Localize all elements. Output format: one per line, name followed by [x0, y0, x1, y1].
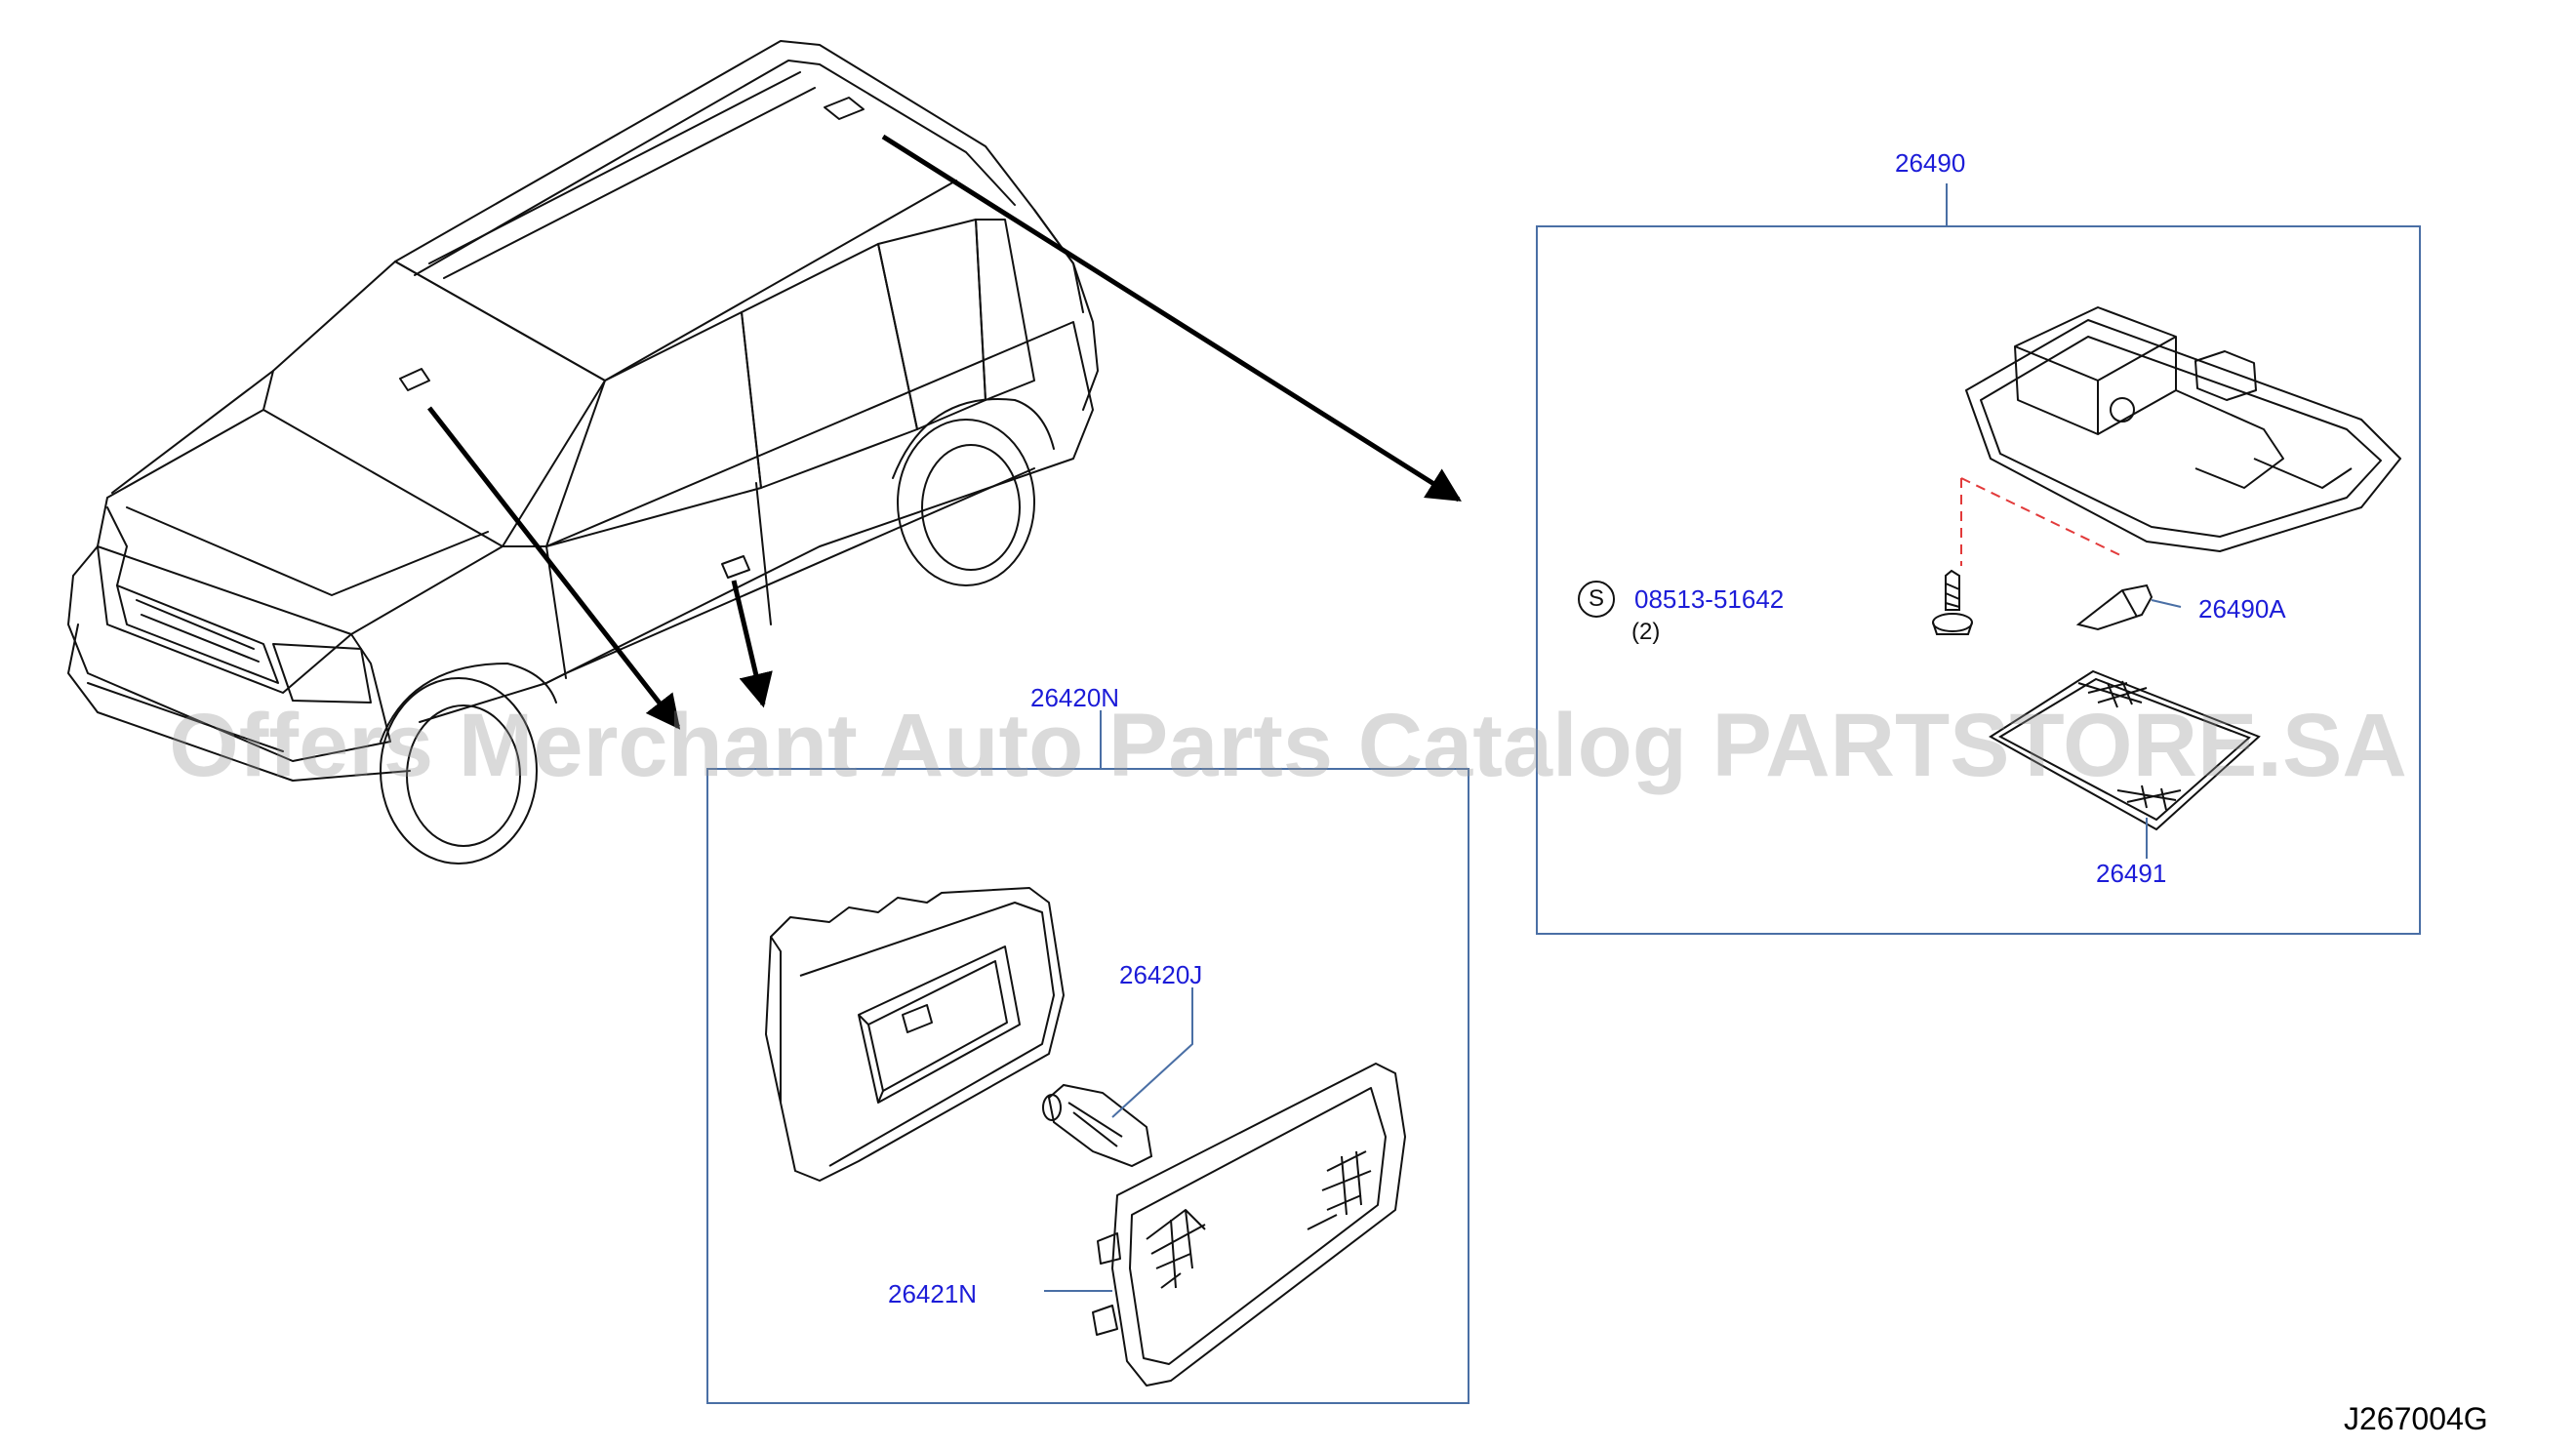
step-lens-part: [1044, 1063, 1406, 1387]
standard-part-badge: S: [1578, 581, 1615, 618]
room-lens-part: [1989, 669, 2261, 859]
room-lamp-group-box: [1536, 183, 2421, 935]
callout-08513-51642[interactable]: 08513-51642: [1634, 584, 1785, 614]
step-bulb-part: [1042, 987, 1193, 1168]
callout-26421N[interactable]: 26421N: [888, 1279, 978, 1308]
callout-26420N[interactable]: 26420N: [1030, 683, 1120, 712]
vehicle-illustration: [67, 40, 1099, 865]
room-bulb-part: [2075, 583, 2182, 631]
callout-26490[interactable]: 26490: [1895, 148, 1966, 178]
screw-part: [1932, 569, 1973, 635]
leader-arrows: [427, 134, 1462, 730]
callout-26491[interactable]: 26491: [2096, 859, 2167, 888]
screw-quantity: (2): [1631, 619, 1661, 645]
step-lamp-group-box: [706, 710, 1469, 1404]
room-lamp-housing: [1965, 306, 2401, 552]
callout-26420J[interactable]: 26420J: [1119, 960, 1203, 989]
step-lamp-housing: [765, 887, 1065, 1182]
callout-26490A[interactable]: 26490A: [2198, 594, 2286, 623]
assembly-guide-dashed: [1960, 477, 2123, 566]
diagram-reference-code: J267004G: [2344, 1401, 2488, 1436]
